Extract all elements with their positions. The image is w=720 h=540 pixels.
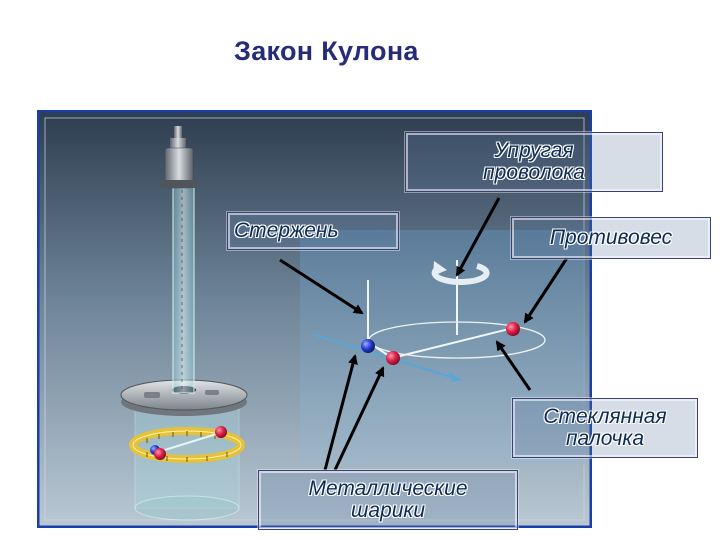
label-rod: Стержень xyxy=(227,212,399,250)
page-title: Закон Кулона xyxy=(234,36,419,67)
label-glass-stick: Стеклянная палочка xyxy=(512,398,698,458)
glass-column xyxy=(173,185,194,393)
label-elastic-wire: Упругая проволока xyxy=(405,132,663,192)
counterweight-ball xyxy=(506,322,520,336)
moving-ball xyxy=(386,351,400,365)
label-metal-balls: Металлические шарики xyxy=(258,470,518,530)
glass-cylinder xyxy=(133,398,241,520)
label-counterweight: Противовес xyxy=(511,217,711,259)
fixed-ball xyxy=(361,339,375,353)
